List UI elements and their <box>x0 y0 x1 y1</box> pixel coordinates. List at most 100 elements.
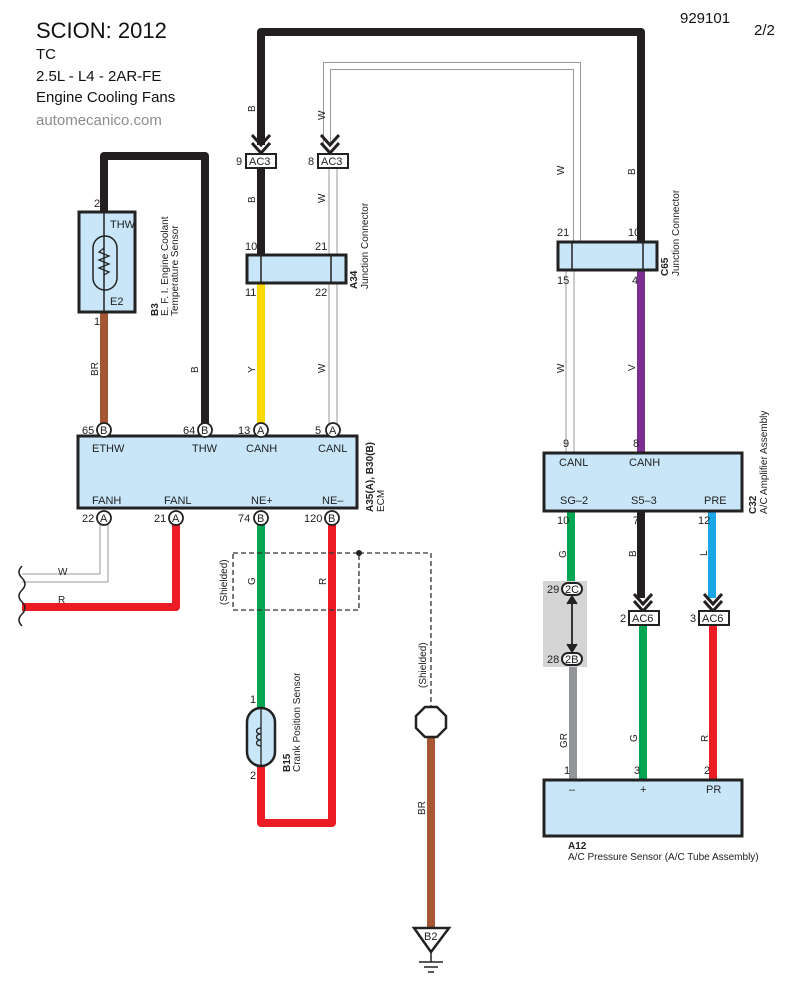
wire-w-fanh <box>22 518 109 583</box>
wire-label-g-sg2: G <box>558 550 569 558</box>
a12-pin-1: 1 <box>564 765 570 777</box>
ecm-term-fanh: FANH <box>92 495 121 507</box>
c32-term-pre: PRE <box>704 495 727 507</box>
ground-b2-id: B2 <box>424 931 437 943</box>
ac3-connector-w <box>317 153 349 169</box>
c32-term-sg2: SG–2 <box>560 495 588 507</box>
ac3-connector-b <box>245 153 277 169</box>
ecm-pin-13-num: 13 <box>238 425 250 437</box>
c32-term-canl: CANL <box>559 457 588 469</box>
a34-pin-10: 10 <box>245 241 257 253</box>
a34-name: Junction Connector <box>360 202 371 289</box>
junction-2c-id: 2C <box>565 584 579 596</box>
junction-2c-pin: 29 <box>547 584 559 596</box>
wire-label-y: Y <box>247 366 258 373</box>
a12-pin-2: 2 <box>704 765 710 777</box>
wire-label-b-a34: B <box>247 196 258 203</box>
ecm-pin-65-num: 65 <box>82 425 94 437</box>
b15-crank-position-sensor <box>245 706 277 768</box>
wire-label-fanl-r: R <box>58 595 65 606</box>
ecm-pin-65-conn: B <box>100 425 107 437</box>
junction-2b-id: 2B <box>565 654 578 666</box>
ecm-pin-120: B 120 NE– <box>304 495 344 526</box>
wire-label-v: V <box>627 364 638 371</box>
wire-label-r-a12: R <box>700 735 711 742</box>
c32-pin-9: 9 <box>563 438 569 450</box>
ecm-pin-64: B 64 THW <box>183 422 218 455</box>
a12-term-pr: PR <box>706 784 721 796</box>
wire-b-top-loop <box>257 28 645 242</box>
a12-pin-3: 3 <box>634 765 640 777</box>
wire-label-w-a34: W <box>317 193 328 203</box>
ecm-pin-5-conn: A <box>329 425 337 437</box>
junction-2b <box>561 652 583 666</box>
ac3-pin-8: 8 <box>308 156 314 168</box>
wire-label-w-ac3: W <box>317 110 328 120</box>
a12-name: A/C Pressure Sensor (A/C Tube Assembly) <box>568 852 759 863</box>
b3-name-line2: Temperature Sensor <box>170 225 181 316</box>
ac6-connector-l <box>698 610 730 626</box>
a34-pin-21: 21 <box>315 241 327 253</box>
shield-ground-terminal <box>414 705 448 739</box>
wire-label-br-ground: BR <box>417 801 428 815</box>
b3-id: B3 <box>150 303 161 316</box>
a12-term-minus: – <box>569 784 576 796</box>
c65-junction-connector <box>556 240 659 272</box>
c32-pin-8: 8 <box>633 438 639 450</box>
wire-label-b-c65: B <box>627 168 638 175</box>
wire-label-w-c65: W <box>556 165 567 175</box>
ac3-id-w: AC3 <box>321 156 342 168</box>
b3-coolant-temp-sensor <box>77 210 137 314</box>
ecm-pin-64-conn: B <box>201 425 208 437</box>
c32-pin-12: 12 <box>698 515 710 527</box>
wire-label-br-b3: BR <box>90 362 101 376</box>
ecm-pin-22-num: 22 <box>82 513 94 525</box>
ac6-connector-b <box>628 610 660 626</box>
a12-box <box>542 778 744 838</box>
wire-label-w-lower: W <box>317 363 328 373</box>
ground-point-b2 <box>411 926 452 955</box>
ecm-pin-5: A 5 CANL <box>315 422 347 455</box>
c32-term-s53: S5–3 <box>631 495 657 507</box>
page-indicator: 2/2 <box>754 22 775 39</box>
b15-name: Crank Position Sensor <box>292 672 303 772</box>
ecm-pin-21: A 21 FANL <box>154 495 192 526</box>
b15-id: B15 <box>282 753 293 772</box>
ecm-pin-120-conn: B <box>328 513 335 525</box>
wire-label-l-pre: L <box>699 550 710 556</box>
c65-pin-10: 10 <box>628 227 640 239</box>
ac3-id-b: AC3 <box>249 156 270 168</box>
b3-term-thw: THW <box>110 219 136 231</box>
ecm-pin-21-conn: A <box>172 513 180 525</box>
ecm-term-canh: CANH <box>246 443 277 455</box>
ecm-term-ne-minus: NE– <box>322 495 344 507</box>
site-watermark: automecanico.com <box>36 112 162 129</box>
wire-label-fanh-w: W <box>58 567 68 578</box>
ac6-pin-3: 3 <box>690 613 696 625</box>
shielded-label-1: (Shielded) <box>219 559 230 605</box>
engine-spec: 2.5L - L4 - 2AR-FE <box>36 68 162 85</box>
ecm-pin-74-conn: B <box>257 513 264 525</box>
ac6-id-b: AC6 <box>632 613 653 625</box>
wire-label-r-ne: R <box>318 578 329 585</box>
ecm-pin-22: A 22 FANH <box>82 495 121 526</box>
ecm-pin-64-num: 64 <box>183 425 195 437</box>
ecm-pin-13: A 13 CANH <box>238 422 277 455</box>
shield-junction-dot <box>356 550 362 556</box>
wire-label-b-s53: B <box>628 550 639 557</box>
c32-box <box>542 451 744 513</box>
b3-term-e2: E2 <box>110 296 123 308</box>
diagram-code: 929101 <box>680 10 731 27</box>
c32-id: C32 <box>748 495 759 514</box>
ecm-term-ethw: ETHW <box>92 443 125 455</box>
ecm-box <box>76 434 359 510</box>
system-name: Engine Cooling Fans <box>36 89 176 106</box>
c32-pin-7: 7 <box>633 515 639 527</box>
c32-pin-10: 10 <box>557 515 569 527</box>
ac3-pin-9: 9 <box>236 156 242 168</box>
c65-pin-15: 15 <box>557 275 569 287</box>
c32-term-canh: CANH <box>629 457 660 469</box>
wire-w-top-loop <box>323 62 581 242</box>
ecm-term-canl: CANL <box>318 443 347 455</box>
